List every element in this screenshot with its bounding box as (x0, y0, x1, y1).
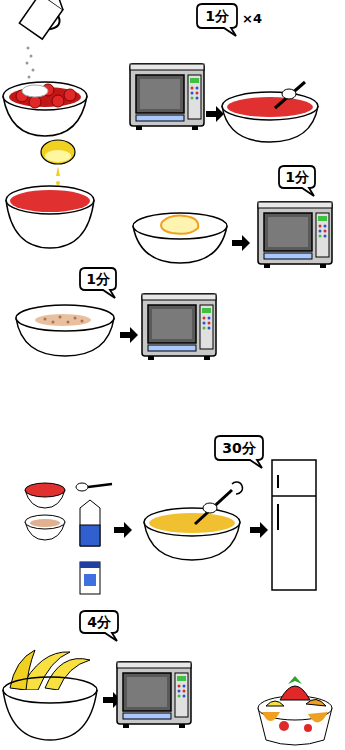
crumb-bowl (16, 305, 114, 356)
time-text: 1分 (86, 272, 110, 286)
refrigerator (272, 460, 316, 590)
strawberry-bowl (3, 82, 87, 136)
sugar-stream (26, 47, 35, 86)
red-liquid-bowl (6, 186, 94, 248)
flow-arrow (114, 522, 132, 538)
time-bubble: 1分 (197, 4, 237, 28)
finished-tart (258, 676, 332, 745)
time-text: 1分 (285, 170, 309, 184)
time-bubble: 1分 (279, 166, 315, 188)
flow-arrow (250, 522, 268, 538)
microwave (258, 202, 332, 268)
flow-arrow (206, 106, 224, 122)
banana-bowl (3, 650, 97, 740)
mixing-bowl (144, 482, 242, 560)
sugar-carton (19, 0, 72, 42)
microwave (142, 294, 216, 360)
microwave (117, 662, 191, 728)
time-bubble: 4分 (80, 611, 118, 633)
time-text: 30分 (222, 441, 255, 455)
repeat-count: ×4 (242, 11, 262, 26)
microwave (130, 64, 204, 130)
lemon (41, 140, 75, 185)
time-text: 4分 (87, 615, 111, 629)
flow-arrow (120, 327, 138, 343)
ingredients (25, 483, 112, 594)
jam-bowl (222, 82, 318, 142)
flow-arrow (232, 235, 250, 251)
time-text: 1分 (205, 9, 229, 23)
time-bubble: 30分 (215, 436, 263, 460)
butter-bowl (133, 213, 227, 263)
time-bubble: 1分 (80, 268, 116, 290)
